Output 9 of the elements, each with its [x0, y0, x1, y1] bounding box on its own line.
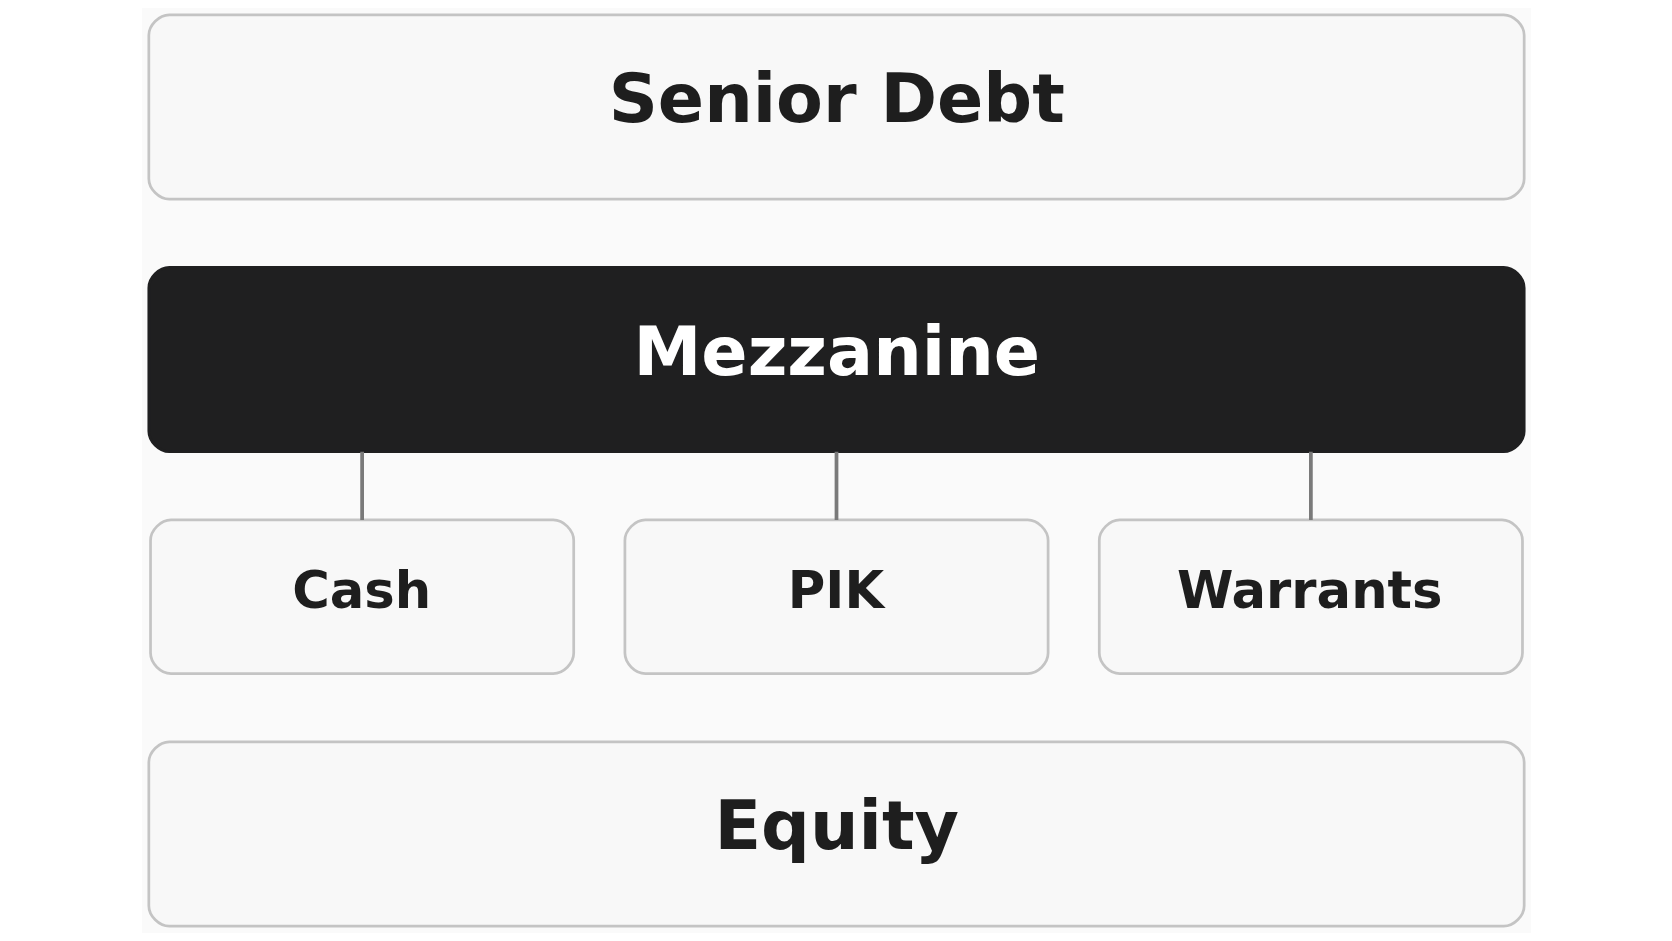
- node-box: Warrants: [1097, 518, 1524, 675]
- node-box: Mezzanine: [146, 266, 1526, 454]
- connector: [1308, 451, 1313, 520]
- connector: [359, 451, 364, 520]
- node-box: PIK: [623, 518, 1049, 675]
- node-box: Senior Debt: [146, 13, 1526, 201]
- node-box: Cash: [148, 518, 575, 675]
- node-box: Equity: [146, 740, 1526, 928]
- connector: [834, 451, 838, 520]
